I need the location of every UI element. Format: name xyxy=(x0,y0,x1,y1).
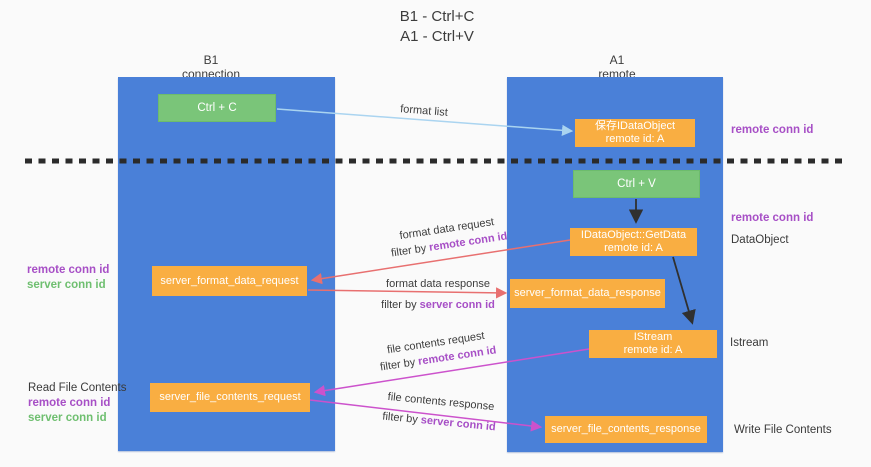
annotation-left-mid: remote conn id server conn id xyxy=(27,263,109,293)
node-istream-line1: IStream xyxy=(633,331,673,343)
annotation-left-bottom-server: server conn id xyxy=(28,412,107,424)
node-save-idataobject-line2: remote id: A xyxy=(605,133,665,145)
arrow-format-data-response xyxy=(307,287,508,299)
node-idataobject-getdata: IDataObject::GetData remote id: A xyxy=(570,228,697,256)
label-format-data-response: format data response filter by server co… xyxy=(363,274,513,316)
title-line-1: B1 - Ctrl+C xyxy=(399,8,475,25)
label-format-data-response-filter: filter by server conn id xyxy=(381,299,495,311)
annotation-write-file-contents: Write File Contents xyxy=(734,424,832,436)
node-server-format-data-response-label: server_format_data_response xyxy=(514,287,661,299)
node-ctrl-v: Ctrl + V xyxy=(573,170,700,198)
title-line-2: A1 - Ctrl+V xyxy=(400,28,474,45)
node-server-format-data-request: server_format_data_request xyxy=(152,266,307,296)
annotation-left-bottom-remote: remote conn id xyxy=(28,397,111,409)
node-server-file-contents-request: server_file_contents_request xyxy=(150,383,310,412)
annotation-read-file-contents: Read File Contents xyxy=(28,382,127,394)
node-ctrl-c: Ctrl + C xyxy=(158,94,276,122)
node-ctrl-v-label: Ctrl + V xyxy=(617,177,656,190)
annotation-remote-conn-id-mid: remote conn id xyxy=(731,212,814,224)
annotation-istream: Istream xyxy=(730,337,769,349)
server-conn-id-highlight-2: server conn id xyxy=(420,414,497,434)
annotation-remote-conn-id-top: remote conn id xyxy=(731,124,814,136)
page-title: B1 - Ctrl+C A1 - Ctrl+V xyxy=(337,7,537,47)
arrow-file-contents-response xyxy=(309,399,543,432)
arrow-getdata-to-istream xyxy=(672,256,696,325)
node-server-file-contents-response: server_file_contents_response xyxy=(545,416,707,443)
annotation-dataobject: DataObject xyxy=(731,234,789,246)
lane-b1-name: B1 xyxy=(203,53,219,67)
lane-a1-name: A1 xyxy=(609,53,625,67)
node-istream-line2: remote id: A xyxy=(623,344,683,356)
node-getdata-line2: remote id: A xyxy=(604,242,663,254)
node-istream: IStream remote id: A xyxy=(589,330,717,358)
server-conn-id-highlight: server conn id xyxy=(419,299,495,311)
node-getdata-line1: IDataObject::GetData xyxy=(580,229,687,241)
node-server-format-data-request-label: server_format_data_request xyxy=(160,274,299,287)
arrow-format-data-request xyxy=(310,239,571,285)
node-server-file-contents-request-label: server_file_contents_request xyxy=(159,391,301,403)
node-server-file-contents-response-label: server_file_contents_response xyxy=(551,423,701,435)
label-format-data-response-title: format data response xyxy=(386,278,490,290)
arrow-format-list xyxy=(276,108,574,136)
node-save-idataobject-line1: 保存IDataObject xyxy=(594,120,676,132)
node-ctrl-c-label: Ctrl + C xyxy=(197,101,237,114)
annotation-left-mid-remote: remote conn id xyxy=(27,264,110,276)
node-server-format-data-response: server_format_data_response xyxy=(510,279,665,308)
annotation-left-mid-server: server conn id xyxy=(27,279,106,291)
node-save-idataobject: 保存IDataObject remote id: A xyxy=(575,119,695,147)
arrow-file-contents-request xyxy=(313,348,590,397)
annotation-left-bottom: Read File Contents remote conn id server… xyxy=(28,381,126,426)
